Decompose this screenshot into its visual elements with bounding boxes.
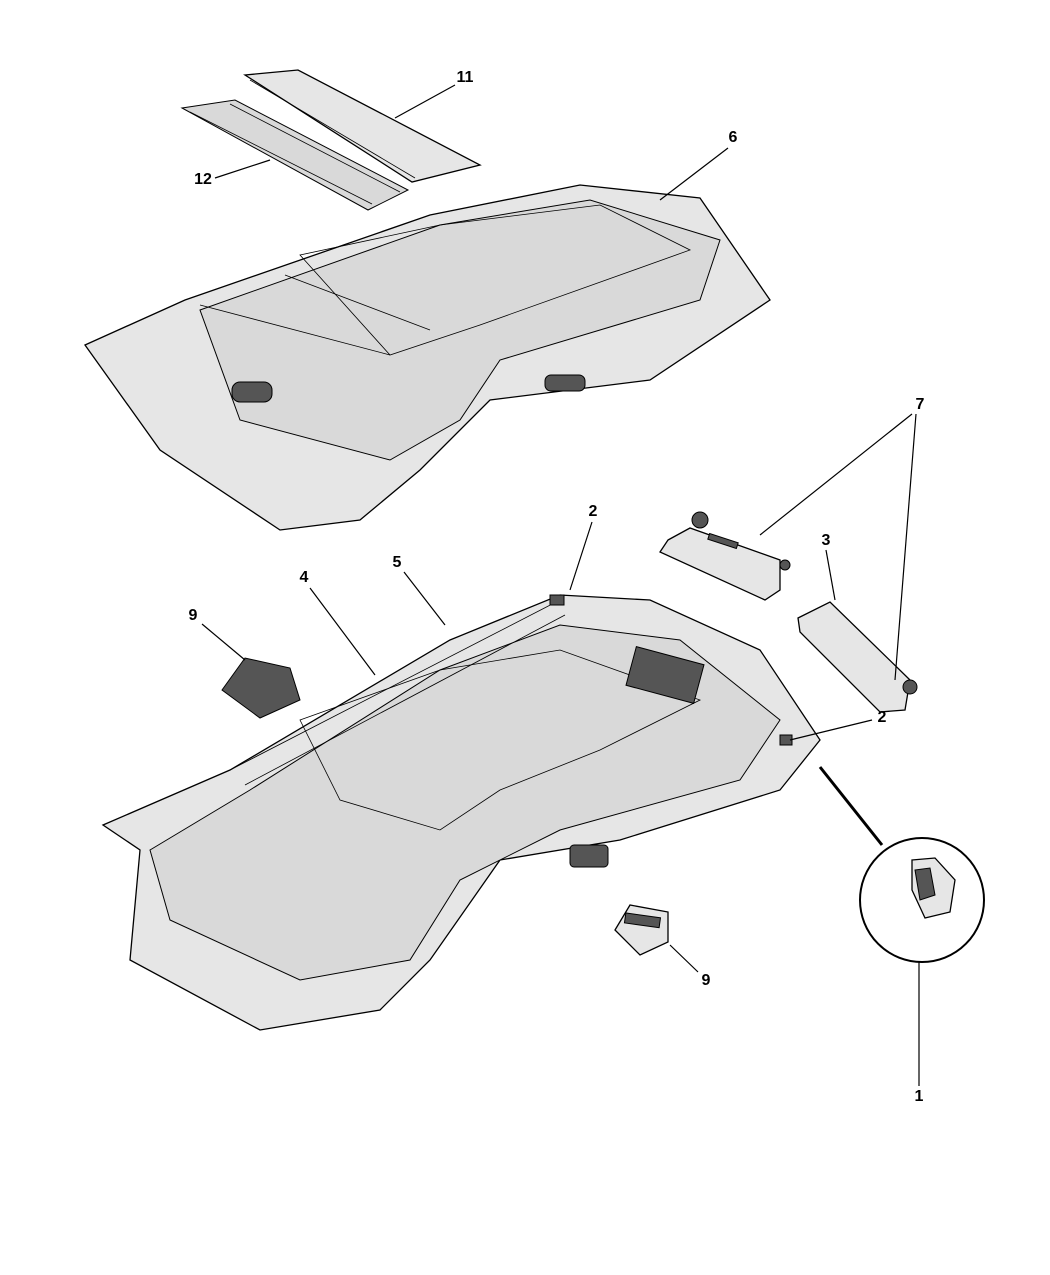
clip-detail <box>818 766 985 963</box>
sun-visor-right <box>797 601 918 713</box>
dome-lamp-upper <box>221 657 301 719</box>
headliner-sunroof <box>84 184 771 531</box>
callout-11: 11 <box>456 69 474 86</box>
callout-4: 4 <box>299 569 309 586</box>
callout-5: 5 <box>392 554 402 571</box>
leader-lines <box>201 84 920 1086</box>
sun-visor-left <box>659 511 791 601</box>
callout-9-lower: 9 <box>701 972 711 989</box>
dome-lamp-lower <box>614 904 669 956</box>
callout-3: 3 <box>821 532 831 549</box>
headliner-base <box>101 594 821 1031</box>
callout-7: 7 <box>915 396 925 413</box>
callout-9-upper: 9 <box>188 607 198 624</box>
sunshade-panel-12 <box>180 99 410 211</box>
sunshade-panel-11 <box>243 69 482 183</box>
callout-1: 1 <box>914 1088 924 1105</box>
callout-2-lower: 2 <box>877 709 887 726</box>
callout-2-upper: 2 <box>588 503 598 520</box>
callout-12: 12 <box>194 171 212 188</box>
callout-6: 6 <box>728 129 738 146</box>
